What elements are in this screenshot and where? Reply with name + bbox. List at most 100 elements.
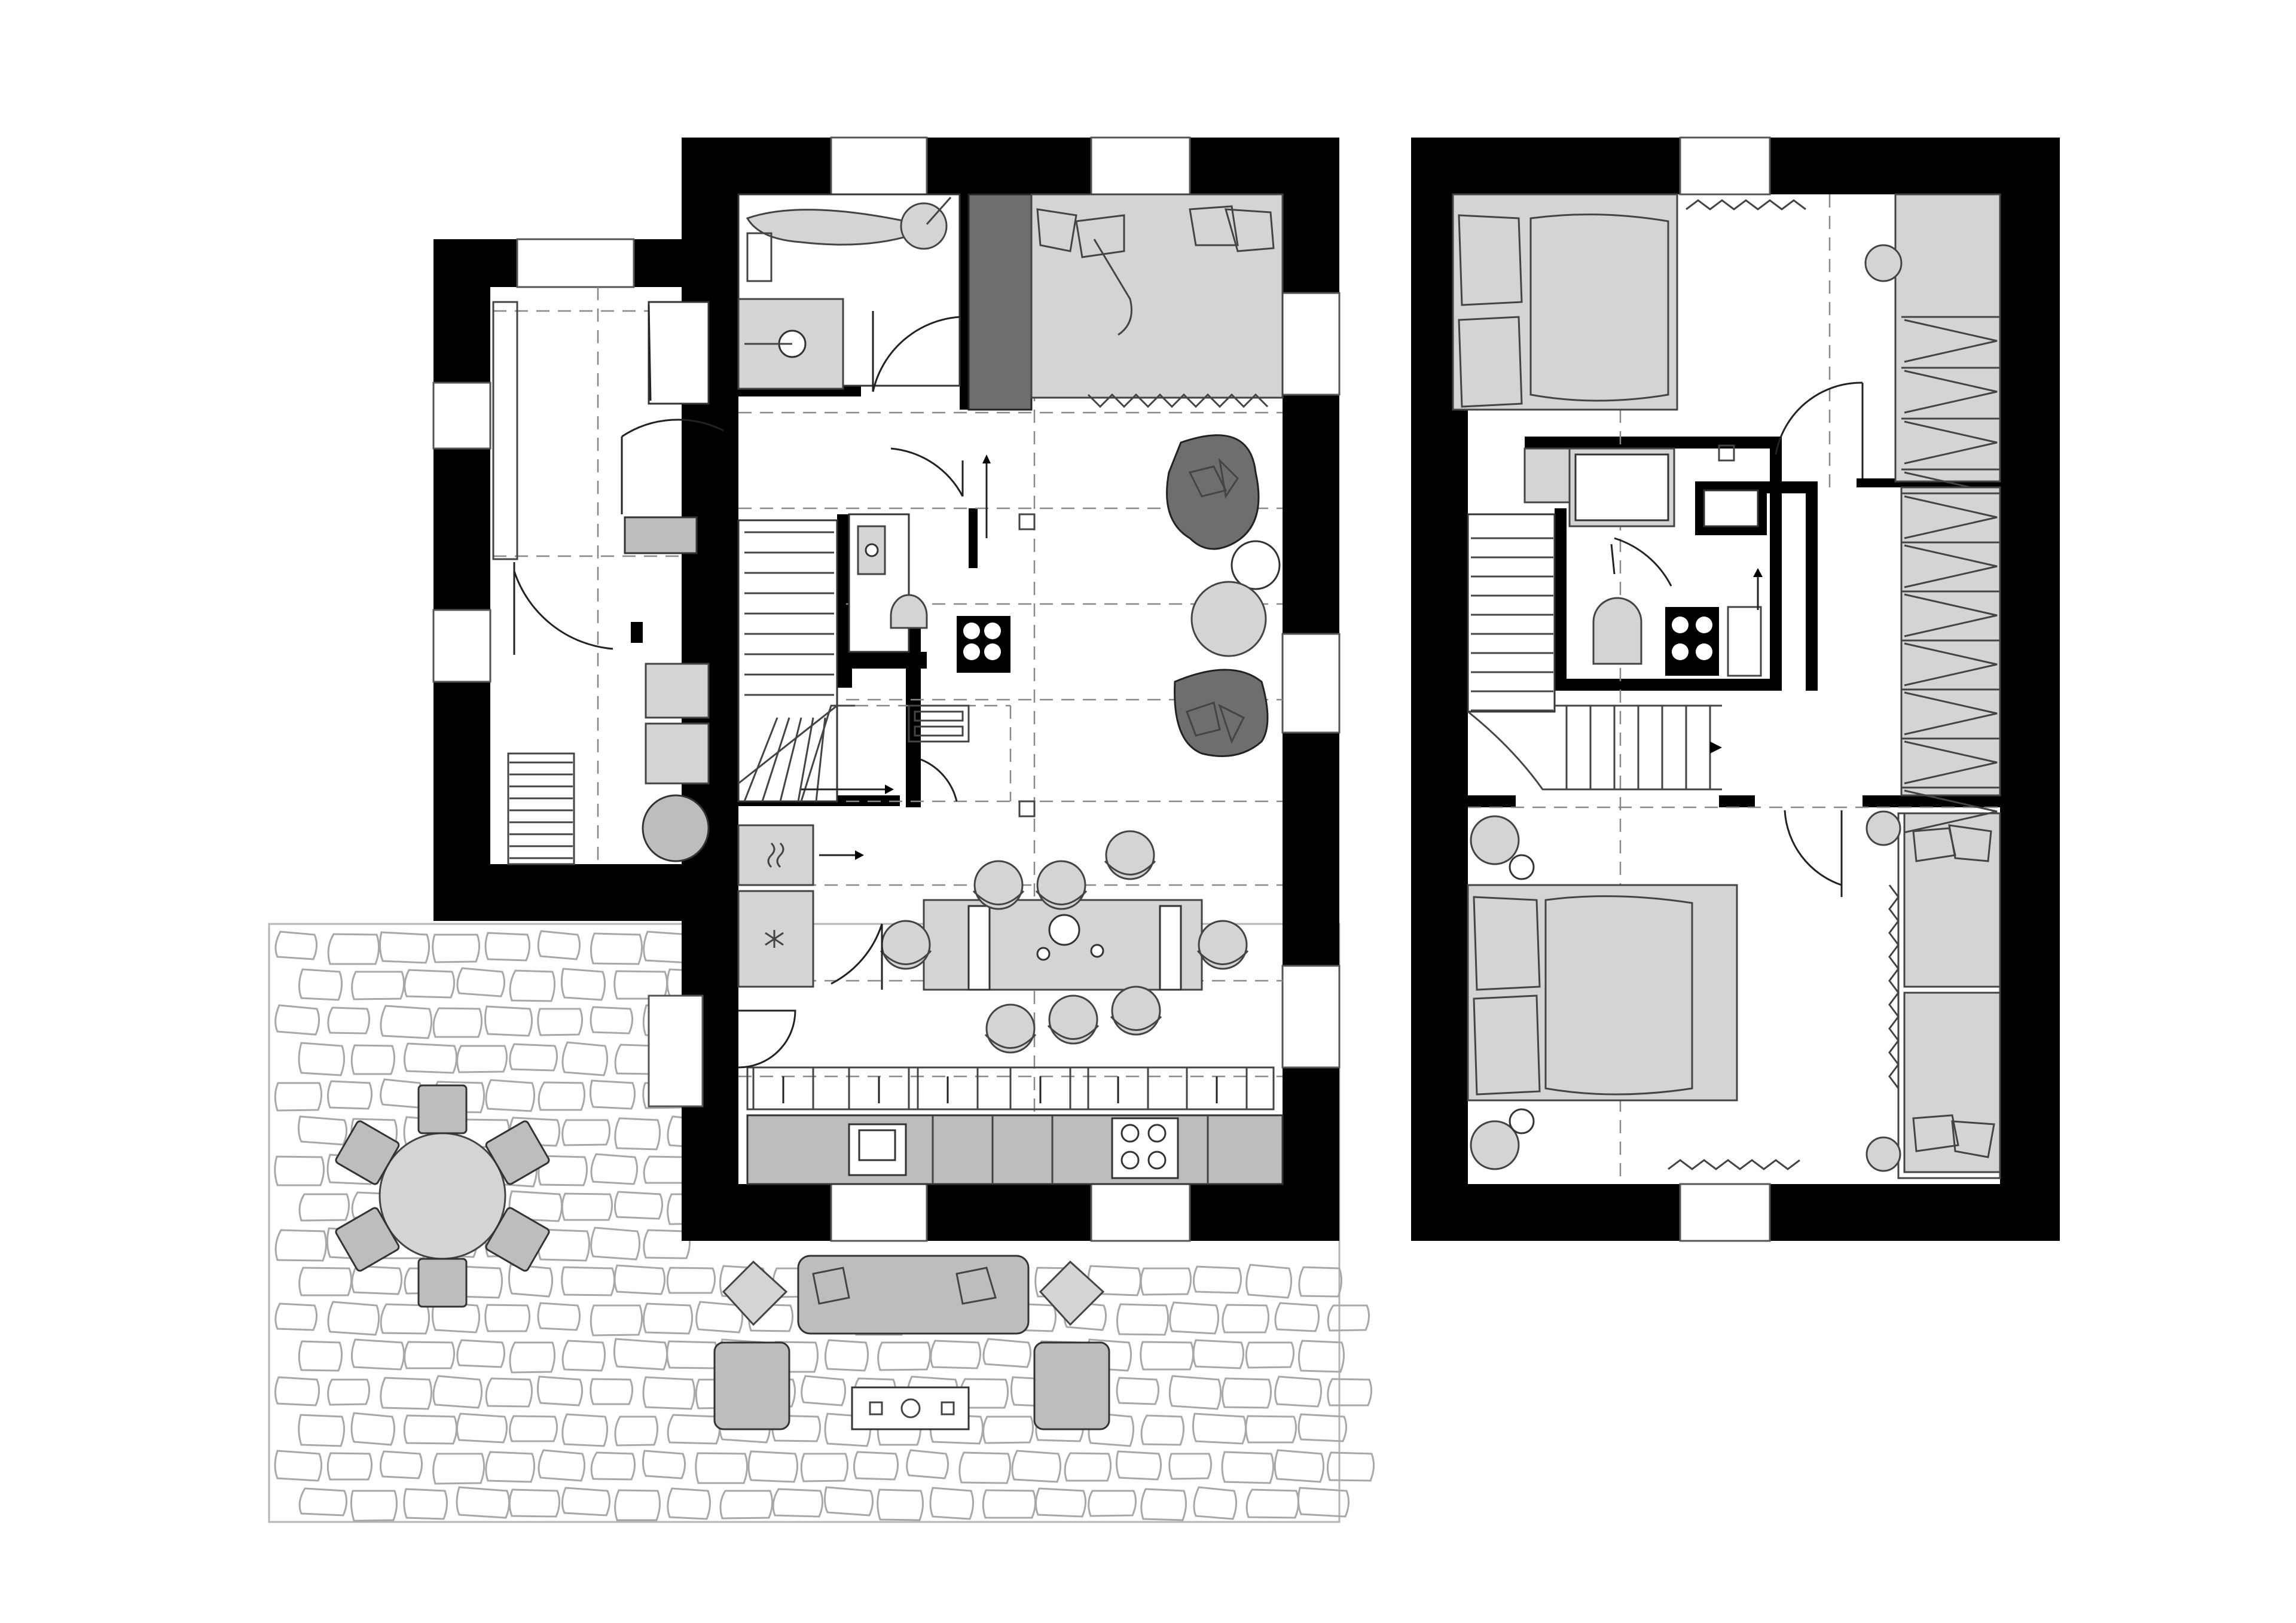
terrace-chair <box>335 1207 400 1272</box>
dining-chair <box>985 1003 1036 1054</box>
paving-stone <box>1140 1267 1192 1296</box>
paving-stone <box>298 1340 343 1372</box>
paving-stone <box>642 1376 695 1410</box>
paving-stone <box>1327 1451 1375 1482</box>
paving-stone <box>509 969 555 1002</box>
paving-stone <box>432 933 480 963</box>
dining-chair-back <box>1110 1015 1162 1031</box>
upper-bedroom-two <box>1467 810 2001 1179</box>
paving-stone <box>1087 1265 1141 1296</box>
paving-stone <box>509 1043 558 1072</box>
paving-stone <box>456 1413 508 1444</box>
paving-stone <box>1298 1340 1345 1373</box>
paving-stone <box>590 1378 633 1405</box>
paving-stone <box>772 1488 823 1518</box>
paving-stone <box>590 932 643 965</box>
paving-stone <box>538 1081 585 1111</box>
paving-stone <box>298 968 343 1001</box>
kitchen-cabinet <box>1186 1066 1248 1111</box>
dining-chair <box>1048 994 1098 1045</box>
paving-stone <box>484 1005 533 1037</box>
paving-stone <box>561 1041 608 1076</box>
paving-stone <box>351 1265 402 1295</box>
kitchen-cabinet <box>1087 1066 1149 1111</box>
dining-chair <box>1036 860 1086 910</box>
paving-stone <box>508 1190 563 1222</box>
paving-stone <box>404 1341 455 1369</box>
paving-stone <box>298 1042 345 1076</box>
paving-stone <box>350 1044 395 1075</box>
paving-stone <box>614 1415 658 1447</box>
paving-stone <box>930 1340 981 1369</box>
paving-stone <box>1222 1377 1272 1409</box>
paving-stone <box>536 1375 583 1407</box>
wardrobe-hanger <box>1901 639 2000 687</box>
paving-stone <box>508 1488 560 1518</box>
terrace-chair <box>417 1258 468 1308</box>
paving-stone <box>484 1304 530 1332</box>
dining-chair-back <box>984 1033 1037 1049</box>
paving-stone <box>274 1376 320 1407</box>
stair-tread <box>797 717 814 802</box>
paving-stone <box>590 1006 633 1035</box>
paving-stone <box>508 1264 553 1298</box>
upper-bathroom <box>1523 447 1767 677</box>
side-counter <box>737 824 864 988</box>
paving-stone <box>456 1339 505 1368</box>
paving-stone <box>1193 1265 1242 1294</box>
paving-stone <box>695 1452 748 1484</box>
paving-stone <box>1298 1266 1342 1298</box>
paving-stone <box>509 1341 555 1374</box>
paving-stone <box>456 967 505 997</box>
paving-stone <box>590 1227 640 1261</box>
upper-wardrobe-middle <box>1900 486 2001 834</box>
wardrobe-hanger <box>1901 316 2000 363</box>
paving-stone <box>274 931 317 960</box>
living-area-armchairs <box>1166 434 1281 757</box>
dining-chair <box>1105 830 1155 880</box>
kitchen-cabinet <box>917 1066 979 1111</box>
paving-stone <box>403 1414 457 1445</box>
paving-stone <box>380 1005 432 1039</box>
paving-stone <box>327 933 380 965</box>
terrace-chair <box>417 1084 468 1134</box>
paving-stone <box>1193 1486 1237 1520</box>
paving-stone <box>484 932 530 962</box>
wardrobe-hanger <box>1901 492 2000 539</box>
dining-table-set <box>831 830 1249 1054</box>
paving-stone <box>1245 1415 1297 1444</box>
wardrobe-hanger <box>1901 541 2000 588</box>
wardrobe-hanger <box>1901 367 2000 414</box>
dining-chair-back <box>1196 950 1249 965</box>
paving-stone <box>432 1375 483 1409</box>
paving-stone <box>614 1489 661 1521</box>
dining-chair-back <box>1035 890 1088 905</box>
paving-stone <box>877 1341 931 1371</box>
paving-stone <box>274 1229 327 1262</box>
terrace-chair <box>485 1120 550 1185</box>
paving-stone <box>1245 1341 1294 1369</box>
paving-stone <box>274 1004 320 1036</box>
paving-stone <box>1192 1413 1247 1445</box>
paving-stone <box>327 1378 370 1406</box>
ground-wc <box>848 447 1036 817</box>
ground-floor-windows <box>432 136 1341 1242</box>
dining-chair-back <box>1104 860 1156 875</box>
paving-stone <box>485 1377 533 1408</box>
paving-stone <box>853 1451 899 1481</box>
paving-stone <box>297 1115 347 1146</box>
paving-stone <box>823 1486 874 1517</box>
paving-stone <box>747 1450 798 1483</box>
paving-stone <box>456 1045 508 1073</box>
dining-chair <box>973 860 1024 910</box>
paving-stone <box>982 1338 1031 1368</box>
paving-stone <box>958 1451 1011 1484</box>
paving-stone <box>643 1302 693 1335</box>
entrance-door-swing <box>738 1009 796 1069</box>
stair-tread <box>743 717 778 802</box>
paving-stone <box>561 1119 610 1146</box>
paving-stone <box>485 1451 535 1483</box>
paving-stone <box>326 1452 373 1481</box>
paving-stone <box>432 1453 485 1485</box>
